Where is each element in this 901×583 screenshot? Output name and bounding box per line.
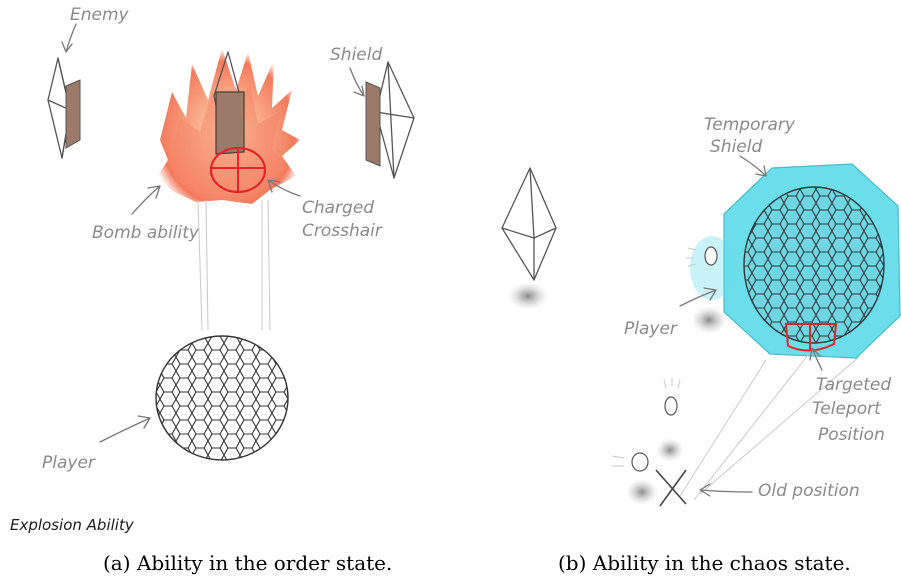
old-position-shadow bbox=[626, 479, 658, 505]
caption-a: (a) Ability in the order state. bbox=[103, 551, 393, 575]
player-ball-icon bbox=[155, 335, 289, 461]
enemy-arrow bbox=[61, 23, 77, 53]
ghost-shadow-mid bbox=[656, 438, 684, 462]
shield-glow bbox=[690, 236, 734, 300]
motion-ghost-lower-icon bbox=[611, 452, 649, 472]
targeted-teleport-label-line3: Position bbox=[818, 425, 885, 445]
old-position-arrow bbox=[699, 483, 753, 497]
player-arrow-a bbox=[99, 415, 151, 443]
shield-arrow bbox=[349, 67, 365, 97]
targeting-beam bbox=[197, 199, 271, 331]
charged-crosshair-label-line2: Crosshair bbox=[302, 221, 383, 241]
panel-a: Enemy Shield Bomb ability Charged bbox=[10, 5, 415, 534]
lone-crystal-shadow bbox=[508, 282, 548, 310]
explosion-ability-title: Explosion Ability bbox=[10, 516, 135, 534]
temporary-shield-arrow bbox=[739, 155, 767, 177]
motion-ghost-upper-icon bbox=[686, 246, 718, 267]
temporary-shield-label-line1: Temporary bbox=[704, 115, 796, 135]
bomb-ability-label: Bomb ability bbox=[92, 223, 200, 243]
targeted-teleport-arrow bbox=[809, 347, 823, 371]
shield-crystal-icon bbox=[365, 61, 415, 179]
player-shadow-b bbox=[691, 306, 727, 334]
charged-crosshair-label-line1: Charged bbox=[302, 198, 374, 218]
caption-b: (b) Ability in the chaos state. bbox=[558, 551, 851, 575]
temporary-shield-label-line2: Shield bbox=[710, 137, 762, 157]
motion-ghost-mid-icon bbox=[663, 378, 681, 416]
bomb-ability-arrow bbox=[131, 185, 161, 215]
lone-crystal-icon bbox=[501, 167, 557, 281]
player-label-b: Player bbox=[624, 319, 678, 339]
shield-label: Shield bbox=[330, 45, 382, 65]
player-ball-shielded-icon bbox=[743, 186, 885, 344]
charged-crosshair-arrow bbox=[267, 179, 301, 197]
teleport-trajectory bbox=[679, 349, 861, 501]
old-position-label: Old position bbox=[758, 481, 860, 501]
enemy-label: Enemy bbox=[70, 5, 130, 25]
enemy-crystal-icon bbox=[47, 57, 81, 159]
player-arrow-b bbox=[679, 287, 717, 307]
targeted-teleport-label-line2: Teleport bbox=[812, 399, 882, 419]
targeted-teleport-label-line1: Targeted bbox=[816, 375, 891, 395]
panel-b: Temporary Shield Player Targeted Telepor… bbox=[501, 115, 901, 507]
old-position-x-icon bbox=[655, 469, 687, 507]
player-label-a: Player bbox=[42, 453, 96, 473]
charged-crosshair-icon bbox=[209, 146, 267, 194]
